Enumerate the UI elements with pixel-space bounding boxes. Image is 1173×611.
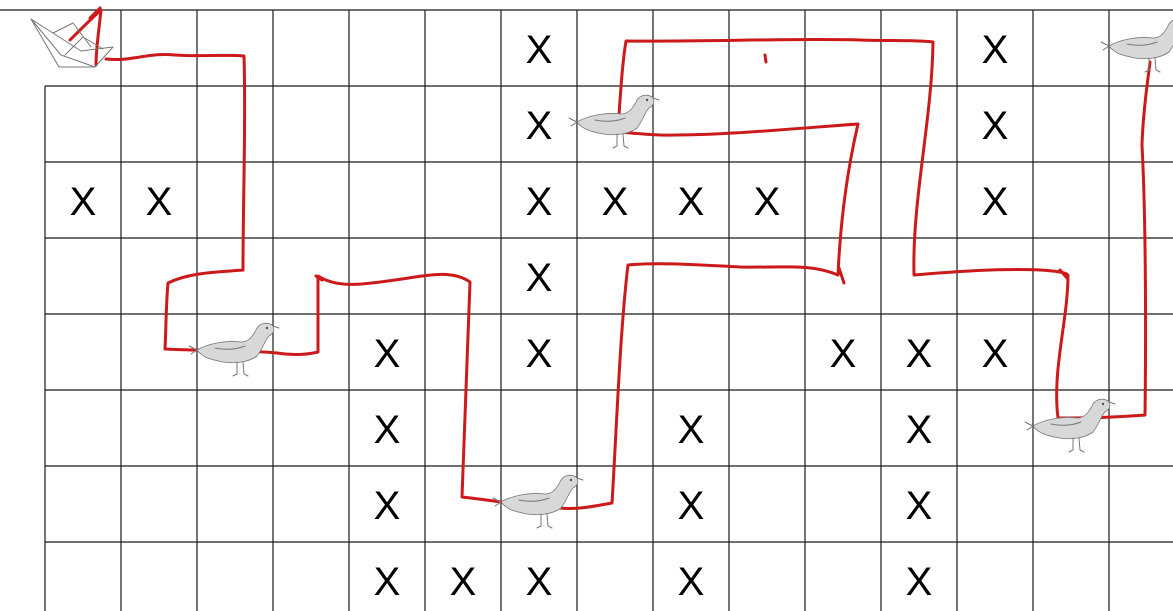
seagull-icon — [493, 475, 583, 528]
cell-x-mark: X — [678, 408, 705, 452]
cell-x-mark: X — [526, 180, 553, 224]
cell-x-mark: X — [830, 332, 857, 376]
cell-x-mark: X — [526, 104, 553, 148]
cell-x-mark: X — [450, 560, 477, 604]
cell-x-mark: X — [526, 256, 553, 300]
cell-x-mark: X — [374, 332, 401, 376]
cell-x-mark: X — [526, 560, 553, 604]
cell-x-mark: X — [982, 180, 1009, 224]
cell-x-mark: X — [374, 560, 401, 604]
cell-x-mark: X — [982, 104, 1009, 148]
grid — [0, 10, 1173, 611]
cell-x-mark: X — [906, 560, 933, 604]
route-mark-3 — [839, 268, 844, 283]
cell-x-mark: X — [982, 28, 1009, 72]
cell-x-mark: X — [526, 332, 553, 376]
seagull-icon — [569, 95, 659, 148]
cell-x-mark: X — [678, 560, 705, 604]
cell-x-mark: X — [70, 180, 97, 224]
seagull-icon — [189, 323, 279, 376]
cell-x-mark: X — [602, 180, 629, 224]
cell-x-mark: X — [526, 28, 553, 72]
cell-x-mark: X — [374, 408, 401, 452]
cell-x-mark: X — [678, 180, 705, 224]
cell-x-mark: X — [906, 484, 933, 528]
cell-x-mark: X — [982, 332, 1009, 376]
route-mark-4 — [765, 55, 766, 62]
seagull-icon — [1101, 19, 1173, 72]
seagull-icon — [1025, 399, 1115, 452]
cell-x-mark: X — [906, 332, 933, 376]
cell-x-mark: X — [374, 484, 401, 528]
cell-x-mark: X — [906, 408, 933, 452]
cell-x-mark: X — [754, 180, 781, 224]
cell-x-mark: X — [146, 180, 173, 224]
start-number-1 — [70, 8, 101, 65]
cell-x-mark: X — [678, 484, 705, 528]
